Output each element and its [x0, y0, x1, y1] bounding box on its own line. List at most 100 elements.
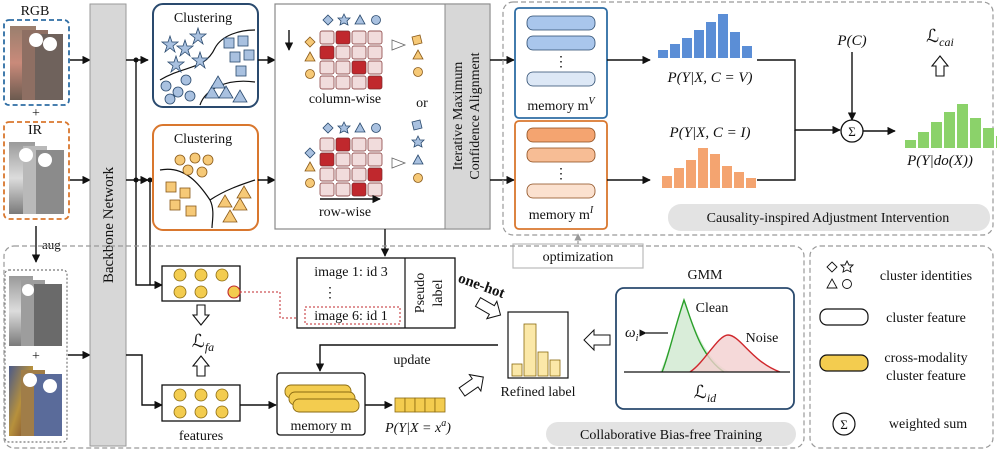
cai-label-pill: Causality-inspired Adjustment Interventi…: [668, 204, 990, 231]
or-label: or: [416, 96, 428, 111]
face-mask-icon: [23, 373, 37, 387]
matrix-cell: [335, 167, 351, 182]
memory-infrared: ⋮ memory mI: [514, 120, 608, 230]
memory-m-label: memory m: [290, 419, 351, 434]
refined-bar: [523, 323, 537, 377]
update-label: update: [393, 353, 430, 368]
matrix-cell: [367, 167, 383, 182]
prob-xa-label: P(Y|X = xa): [384, 418, 451, 436]
onehot-label: one-hot: [456, 270, 507, 302]
matrix-cell: [351, 75, 367, 90]
circle-icon: [413, 67, 423, 77]
diamond-icon: [322, 122, 334, 134]
sigma-icon: Σ: [840, 417, 848, 432]
circle-icon: [371, 123, 381, 133]
pseudo-row-1: image 1: id 3: [314, 265, 388, 280]
optimization-label: optimization: [543, 250, 614, 265]
memory-dots: ⋮: [554, 55, 568, 70]
matrix-cell: [367, 30, 383, 45]
matrix-cell: [351, 45, 367, 60]
matrix-cell: [319, 60, 335, 75]
diamond-icon: [322, 14, 334, 26]
cai-label: Causality-inspired Adjustment Interventi…: [707, 211, 950, 226]
legend-cluster-identities: cluster identities: [880, 269, 972, 284]
clustering-infrared-box: Clustering: [152, 124, 259, 231]
diagonal-hollow-arrow-icon: [474, 296, 502, 320]
augmented-input-group: +: [4, 269, 68, 443]
circle-icon: [842, 279, 852, 289]
matrix-cell: [367, 182, 383, 197]
memory-dots: ⋮: [554, 167, 568, 182]
legend: cluster identities cluster feature cross…: [809, 245, 994, 449]
memory-visible: ⋮ memory mV: [514, 7, 608, 119]
cluster-feature-swatch: [819, 308, 869, 326]
plus-sign: +: [32, 349, 40, 364]
backbone-network: Backbone Network: [89, 3, 127, 447]
triangle-icon: [354, 14, 366, 25]
clustering-title-bottom: Clustering: [174, 132, 232, 147]
memory-i-label: memory mI: [529, 205, 594, 223]
histogram-bar: [662, 176, 672, 188]
histogram-bar: [734, 172, 744, 188]
histogram-bar: [970, 118, 981, 148]
circle-icon: [202, 154, 214, 166]
matrix-cell: [335, 152, 351, 167]
matrix-cell: [319, 182, 335, 197]
histogram-bar: [931, 122, 942, 148]
diamond-icon: [826, 261, 838, 273]
histogram-bar: [742, 46, 752, 58]
alignment-label-2: Confidence Alignment: [468, 52, 483, 179]
square-icon: [237, 35, 249, 47]
clustering-title-top: Clustering: [174, 11, 232, 26]
column-wise-block: column-wise: [284, 13, 424, 107]
matrix-cell: [335, 45, 351, 60]
circle-icon: [164, 93, 176, 105]
histogram-bar: [944, 112, 955, 148]
vector-cell: [414, 397, 426, 413]
legend-cluster-feature: cluster feature: [886, 311, 966, 326]
triangle-icon: [217, 194, 233, 208]
refined-bar: [537, 351, 549, 377]
refined-bar: [511, 363, 523, 377]
circle-icon: [189, 152, 201, 164]
face-mask-icon: [38, 153, 52, 167]
histogram-do: [905, 104, 997, 148]
clustering-visible-box: Clustering: [152, 3, 259, 108]
square-icon: [229, 51, 241, 63]
circle-icon: [182, 164, 194, 176]
vector-cell: [434, 397, 446, 413]
vector-cell: [424, 397, 436, 413]
matrix-cell: [351, 182, 367, 197]
rgb-input-group: RGB +: [3, 4, 70, 121]
square-icon: [179, 187, 191, 199]
gmm-omega: ωi: [625, 325, 639, 344]
optimization-box: optimization: [512, 243, 644, 269]
star-icon: [337, 121, 351, 134]
matrix-cell: [319, 75, 335, 90]
legend-cross-1: cross-modality: [884, 351, 967, 366]
up-hollow-arrow-icon: [930, 55, 950, 77]
matrix-cell: [319, 30, 335, 45]
histogram-bar: [686, 160, 696, 188]
triangle-icon: [826, 278, 838, 289]
weighted-sum-node: Σ: [840, 119, 864, 143]
histogram-bar: [694, 30, 704, 58]
star-icon: [839, 259, 855, 273]
matrix-cell: [319, 137, 335, 152]
matrix-cell: [335, 75, 351, 90]
circle-icon: [196, 166, 208, 178]
gmm-title: GMM: [687, 268, 723, 283]
prob-v-label: P(Y|X, C = V): [666, 70, 752, 86]
square-icon: [169, 199, 181, 211]
circle-icon: [174, 154, 186, 166]
row-wise-label: row-wise: [319, 205, 371, 220]
column-wise-label: column-wise: [309, 92, 381, 107]
square-icon: [243, 49, 255, 61]
square-icon: [235, 65, 247, 77]
triangle-icon: [218, 85, 234, 99]
rgb-label: RGB: [21, 4, 50, 19]
gmm-box: GMM Clean Noise ωi ℒid: [615, 268, 795, 410]
histogram-bar: [918, 132, 929, 148]
triangle-icon: [222, 209, 238, 223]
diagonal-hollow-arrow-icon: [458, 373, 484, 397]
